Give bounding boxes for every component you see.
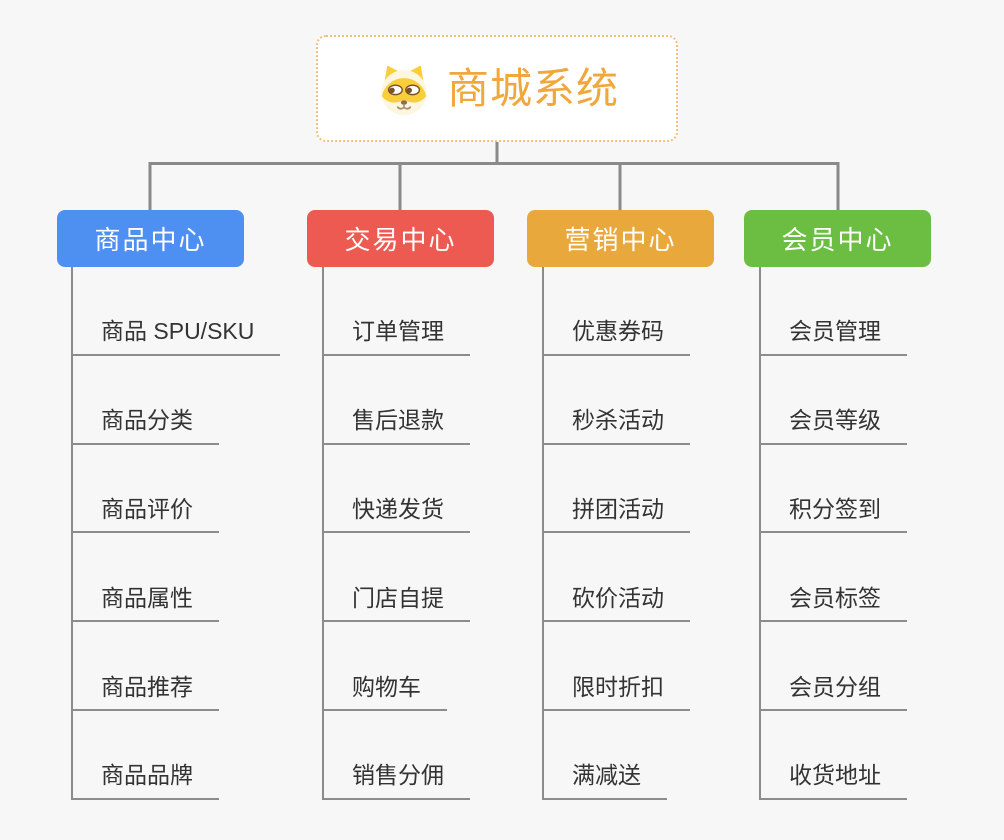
leaf-node[interactable]: 积分签到	[761, 445, 907, 534]
branch-box-products[interactable]: 商品中心	[57, 210, 244, 267]
leaf-label: 商品分类	[73, 407, 219, 445]
leaf-node[interactable]: 购物车	[324, 622, 470, 712]
leaf-label: 售后退款	[324, 407, 470, 445]
leaf-node[interactable]: 满减送	[544, 711, 690, 800]
leaf-label: 商品 SPU/SKU	[73, 318, 281, 356]
leaf-label: 限时折扣	[544, 674, 690, 712]
leaf-node[interactable]: 快递发货	[324, 445, 470, 534]
leaf-label: 拼团活动	[544, 496, 690, 534]
leaf-label: 会员分组	[761, 674, 907, 712]
leaf-label: 收货地址	[761, 762, 907, 800]
leaf-label: 秒杀活动	[544, 407, 690, 445]
leaf-label: 会员标签	[761, 585, 907, 623]
branch-items-column-trade: 订单管理 售后退款 快递发货 门店自提 购物车 销售分佣	[322, 267, 470, 800]
root-node[interactable]: 商城系统	[316, 35, 678, 142]
leaf-node[interactable]: 收货地址	[761, 711, 907, 800]
branch-box-marketing[interactable]: 营销中心	[527, 210, 714, 267]
leaf-node[interactable]: 商品属性	[73, 533, 280, 623]
leaf-label: 优惠券码	[544, 318, 690, 356]
leaf-label: 满减送	[544, 762, 667, 800]
leaf-label: 销售分佣	[324, 762, 470, 800]
leaf-node[interactable]: 商品 SPU/SKU	[73, 267, 281, 356]
leaf-node[interactable]: 拼团活动	[544, 445, 690, 534]
leaf-node[interactable]: 优惠券码	[544, 267, 690, 356]
leaf-node[interactable]: 会员标签	[761, 533, 907, 623]
leaf-label: 商品推荐	[73, 674, 219, 712]
leaf-label: 积分签到	[761, 496, 907, 534]
branch-items-column-products: 商品 SPU/SKU 商品分类 商品评价 商品属性 商品推荐 商品品牌	[71, 267, 281, 800]
leaf-node[interactable]: 门店自提	[324, 533, 470, 623]
leaf-node[interactable]: 订单管理	[324, 267, 470, 356]
leaf-node[interactable]: 会员管理	[761, 267, 907, 356]
branch-box-members[interactable]: 会员中心	[744, 210, 931, 267]
leaf-node[interactable]: 会员等级	[761, 356, 907, 445]
leaf-label: 商品属性	[73, 585, 219, 623]
leaf-label: 砍价活动	[544, 585, 690, 623]
leaf-label: 订单管理	[324, 318, 470, 356]
branch-label: 交易中心	[344, 225, 457, 255]
leaf-node[interactable]: 售后退款	[324, 356, 470, 445]
dog-face-icon	[381, 64, 427, 115]
root-title: 商城系统	[446, 64, 619, 112]
branch-box-trade[interactable]: 交易中心	[307, 210, 494, 267]
leaf-label: 商品评价	[73, 496, 219, 534]
leaf-label: 会员等级	[761, 407, 907, 445]
branch-items-column-members: 会员管理 会员等级 积分签到 会员标签 会员分组 收货地址	[759, 267, 907, 800]
branch-label: 营销中心	[564, 225, 677, 255]
leaf-node[interactable]: 限时折扣	[544, 622, 690, 712]
leaf-label: 会员管理	[761, 318, 907, 356]
leaf-label: 购物车	[324, 674, 447, 712]
leaf-node[interactable]: 商品分类	[73, 356, 280, 445]
leaf-node[interactable]: 秒杀活动	[544, 356, 690, 445]
leaf-label: 快递发货	[324, 496, 470, 534]
leaf-node[interactable]: 会员分组	[761, 622, 907, 712]
leaf-node[interactable]: 商品评价	[73, 445, 280, 534]
branch-label: 会员中心	[781, 225, 894, 255]
branch-items-column-marketing: 优惠券码 秒杀活动 拼团活动 砍价活动 限时折扣 满减送	[542, 267, 690, 800]
leaf-node[interactable]: 商品品牌	[73, 711, 280, 800]
leaf-node[interactable]: 砍价活动	[544, 533, 690, 623]
leaf-label: 商品品牌	[73, 762, 219, 800]
leaf-node[interactable]: 销售分佣	[324, 711, 470, 800]
branch-label: 商品中心	[94, 225, 207, 255]
leaf-node[interactable]: 商品推荐	[73, 622, 280, 712]
leaf-label: 门店自提	[324, 585, 470, 623]
